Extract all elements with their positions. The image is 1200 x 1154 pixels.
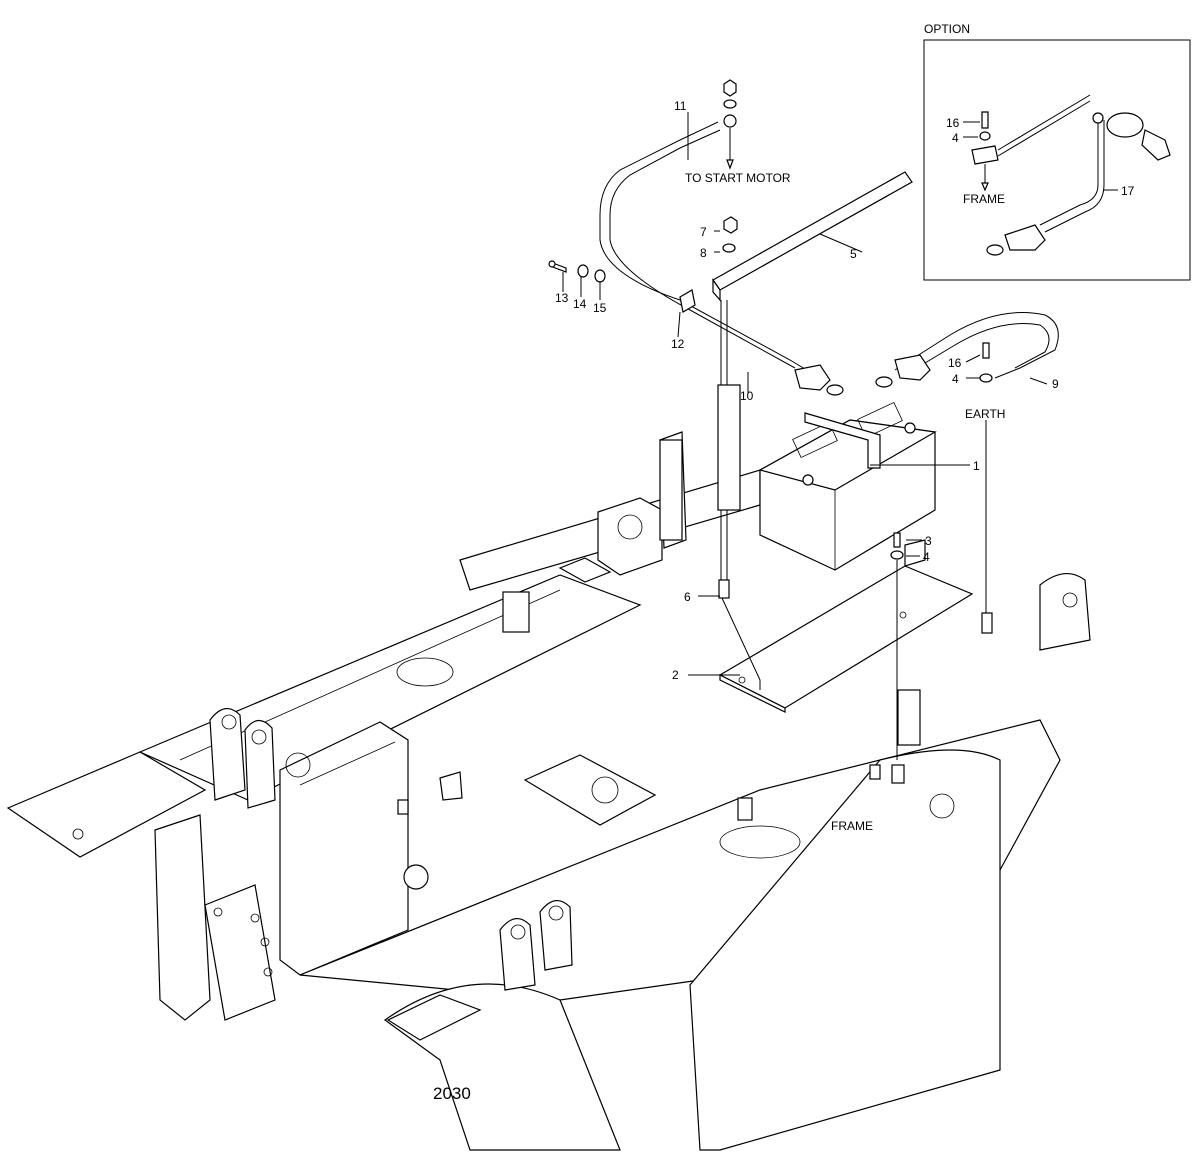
option-title: OPTION (924, 22, 970, 36)
callout-14: 14 (573, 297, 587, 311)
callout-3: 3 (925, 534, 932, 548)
battery (758, 401, 937, 571)
option-frame-label: FRAME (963, 192, 1005, 206)
leader-lines (562, 112, 1048, 676)
option-callout-17: 17 (1121, 184, 1135, 198)
drawing-number: 2030 (433, 1084, 471, 1103)
callout-5: 5 (850, 247, 857, 261)
callout-10: 10 (740, 389, 754, 403)
option-callout-16: 16 (946, 116, 960, 130)
earth-label: EARTH (965, 407, 1005, 421)
callout-8: 8 (700, 246, 707, 260)
callout-12: 12 (671, 337, 685, 351)
callout-4-earth: 4 (952, 372, 959, 386)
chassis-frame (6, 431, 1091, 1151)
battery-tray (718, 539, 974, 713)
cables (599, 79, 1059, 396)
callout-7: 7 (700, 225, 707, 239)
hardware (548, 216, 993, 784)
hold-down-parts (659, 171, 913, 690)
to-start-motor-label: TO START MOTOR (685, 171, 791, 185)
callouts: 11 TO START MOTOR 7 8 5 13 14 15 12 10 1… (433, 99, 1059, 1103)
option-callout-4: 4 (952, 131, 959, 145)
callout-1: 1 (973, 459, 980, 473)
callout-9: 9 (1052, 377, 1059, 391)
callout-13: 13 (555, 291, 569, 305)
frame-label: FRAME (831, 819, 873, 833)
option-frame (923, 39, 1191, 281)
callout-16: 16 (948, 356, 962, 370)
callout-6: 6 (684, 590, 691, 604)
option-box: OPTION 16 4 17 FRAME (923, 22, 1191, 281)
callout-15: 15 (593, 301, 607, 315)
callout-4-tray: 4 (923, 550, 930, 564)
callout-2: 2 (672, 668, 679, 682)
callout-11: 11 (674, 99, 687, 113)
